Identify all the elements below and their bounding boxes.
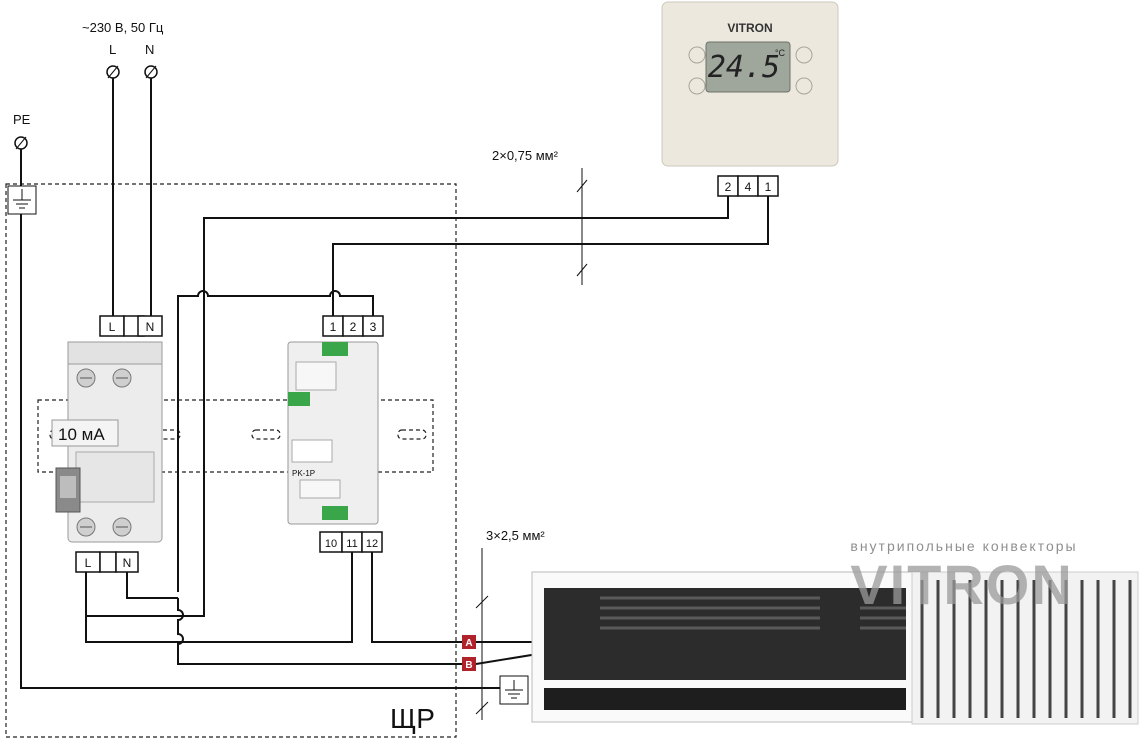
breaker-bottom-terminals: L N	[75, 551, 139, 573]
breaker-bottom-n: N	[123, 556, 132, 570]
relay-terminal-12: 12	[366, 538, 378, 550]
din-rail-outline	[37, 399, 434, 473]
floor-convector	[531, 571, 1139, 725]
thermostat-display-value: 24.5	[708, 50, 780, 85]
control-cable-label: 2×0,75 мм²	[492, 148, 559, 163]
thermostat-unit: °C	[775, 48, 786, 58]
convector-ground-icon	[499, 675, 529, 705]
relay-terminal-2: 2	[350, 320, 357, 334]
rcbo-rating-label: 10 мА	[58, 425, 105, 444]
convector-terminal-b: B	[462, 657, 476, 671]
distribution-panel-outline	[5, 183, 457, 738]
breaker-top-l: L	[109, 320, 116, 334]
panel-label: ЩР	[390, 703, 435, 734]
relay-top-terminals: 1 2 3	[322, 315, 384, 337]
pe-label: PE	[13, 112, 31, 127]
rcbo-rating-plate	[51, 419, 119, 447]
supply-line-terminal	[106, 65, 120, 79]
svg-text:B: B	[465, 660, 472, 671]
svg-text:A: A	[465, 638, 472, 649]
supply-voltage-label: ~230 В, 50 Гц	[82, 20, 164, 35]
pe-terminal	[14, 136, 28, 150]
supply-neutral-terminal	[144, 65, 158, 79]
thermostat	[661, 1, 839, 167]
convector-terminal-a: A	[462, 635, 476, 649]
breaker-top-terminals: L N	[99, 315, 163, 337]
convector-brand-logo: VITRON	[850, 553, 1074, 616]
convector-tagline: внутрипольные конвекторы	[850, 538, 1077, 554]
power-cable-label: 3×2,5 мм²	[486, 528, 545, 543]
relay-terminal-1: 1	[330, 320, 337, 334]
supply-neutral-label: N	[145, 42, 154, 57]
thermostat-terminals: 2 4 1	[717, 175, 779, 197]
relay-module	[287, 341, 379, 525]
supply-line-label: L	[109, 42, 116, 57]
breaker-top-n: N	[146, 320, 155, 334]
relay-terminal-11: 11	[346, 538, 357, 550]
thermostat-brand: VITRON	[727, 21, 772, 35]
relay-terminal-3: 3	[370, 320, 377, 334]
relay-bottom-terminals: 10 11 12	[319, 531, 383, 553]
relay-terminal-10: 10	[325, 538, 337, 550]
ground-symbol-icon	[7, 185, 37, 215]
thermostat-terminal-4: 4	[745, 180, 752, 194]
wires	[20, 78, 769, 689]
thermostat-terminal-2: 2	[725, 180, 732, 194]
thermostat-terminal-1: 1	[765, 180, 772, 194]
relay-model-label: PK-1P	[292, 469, 315, 478]
breaker-bottom-l: L	[85, 556, 92, 570]
